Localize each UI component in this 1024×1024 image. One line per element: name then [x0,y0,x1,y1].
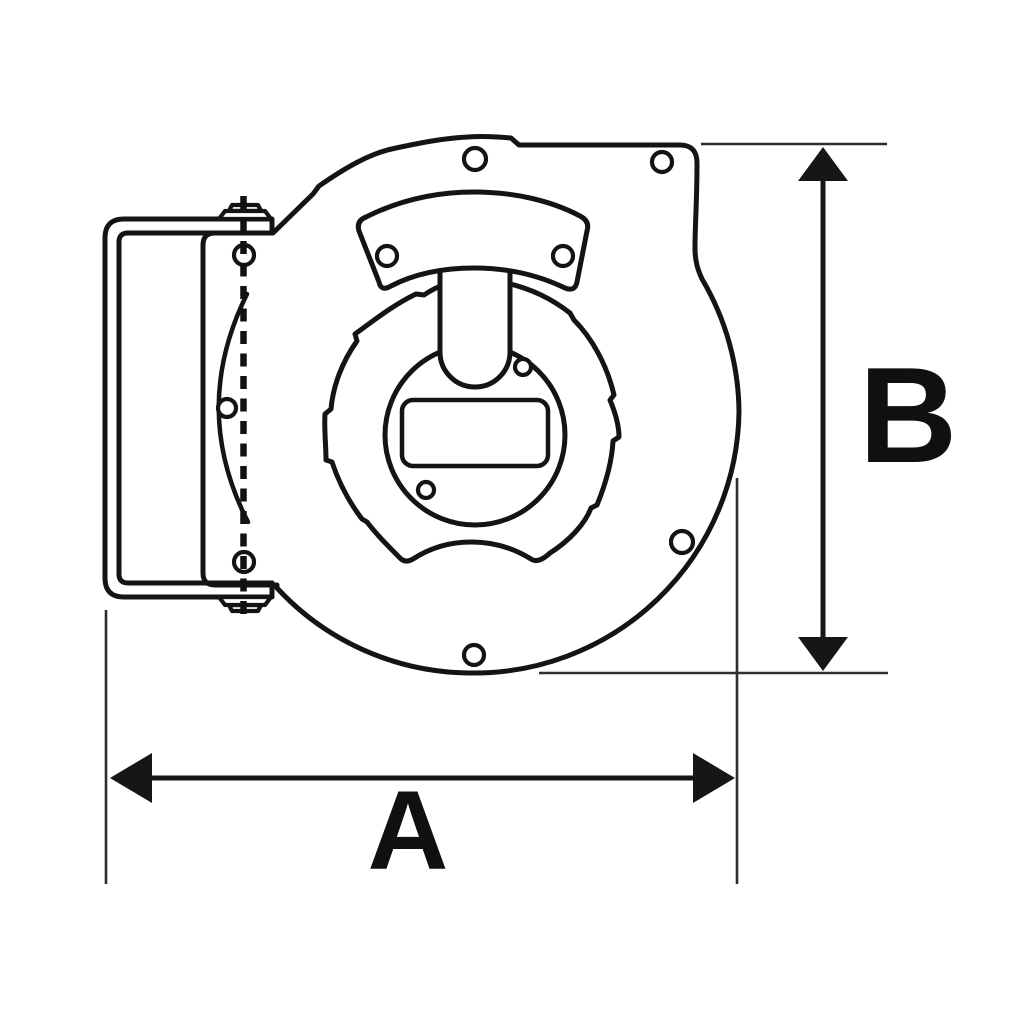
housing-screw-hole-top-left [461,145,489,173]
housing-screw-hole-right [668,528,696,556]
housing-screw-hole-top-right [649,149,675,175]
dimension-b: B [798,147,957,671]
drum-hole-bottom-left [415,479,437,501]
dim-a-arrow-left [110,753,152,803]
dimension-a: A [110,753,735,893]
dim-b-label: B [859,339,957,491]
drum-details [399,356,551,501]
arc-plate-outline [355,189,591,292]
guide-neck [437,269,513,390]
dim-a-arrow-right [693,753,735,803]
housing-screw-hole-bottom [461,642,487,668]
drum-slot [399,397,551,469]
dim-b-arrow-top [798,147,848,181]
arc-plate-hole-right [550,243,576,269]
bracket-boss-top [216,208,274,222]
drum-hole-top-right [512,356,534,378]
dim-a-label: A [368,768,449,893]
mount-bracket [102,196,275,622]
dimension-annotations: A B [104,142,957,893]
dim-b-arrow-bottom [798,637,848,671]
backplate-hole-mid [215,396,239,420]
bracket-inner [116,230,275,586]
top-arc-plate [355,189,591,292]
bracket-outer [102,216,275,600]
arc-plate-hole-left [374,243,400,269]
